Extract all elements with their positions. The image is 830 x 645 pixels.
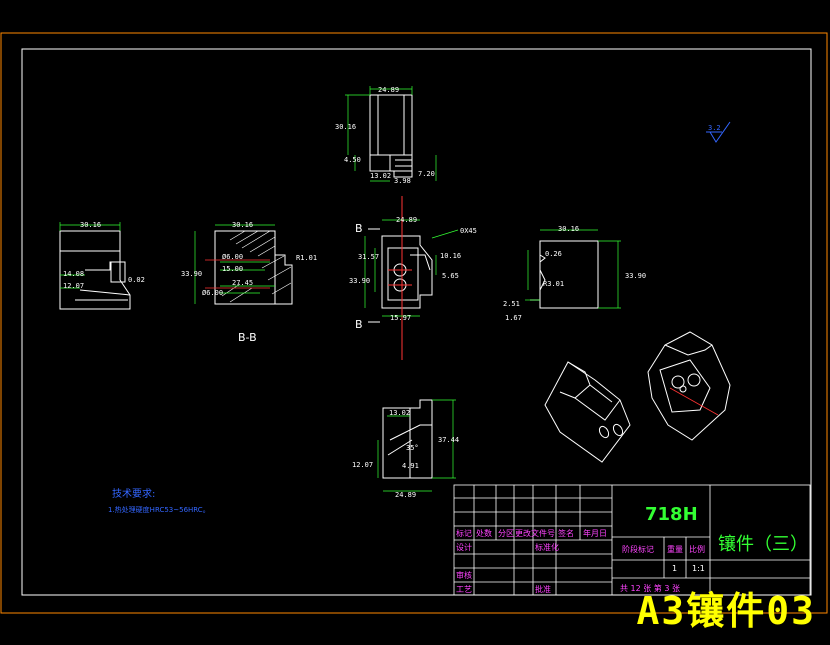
- part-name: 镶件（三）: [718, 534, 808, 555]
- roughness-value: 3.2: [708, 124, 721, 132]
- row-approve: 批准: [535, 584, 551, 594]
- front-dim-3: 10.16: [440, 252, 461, 260]
- row-check: 审核: [456, 570, 472, 580]
- bottom-view-dims: [377, 399, 456, 492]
- right-dim-1: 0.26: [545, 250, 562, 258]
- title-block-grid: [453, 484, 811, 596]
- section-dim-3: 27.45: [232, 279, 253, 287]
- header-sign: 签名: [558, 528, 574, 538]
- top-dim-3: 7.20: [418, 170, 435, 178]
- front-dim-4: 5.65: [442, 272, 459, 280]
- inner-frame: [21, 48, 812, 596]
- outer-frame: [0, 32, 828, 614]
- front-dim-chamfer: 0X45: [460, 227, 477, 235]
- right-dim-height: 33.90: [625, 272, 646, 280]
- section-mark-bottom: B: [355, 318, 363, 331]
- section-hatch: [221, 230, 292, 303]
- left-dim-1: 14.08: [63, 270, 84, 278]
- front-dim-width: 24.89: [396, 216, 417, 224]
- section-dim-2: 15.00: [222, 265, 243, 273]
- left-dim-3: 0.02: [128, 276, 145, 284]
- front-view-dims: [364, 219, 459, 317]
- header-count: 处数: [476, 528, 492, 538]
- bottom-dim-angle: 35°: [406, 444, 419, 452]
- top-dim-2: 13.02: [370, 172, 391, 180]
- sheets-label: 共 12 张 第 3 张: [620, 583, 680, 593]
- section-dim-4: Ø6.00: [202, 289, 223, 297]
- top-dim-4: 3.98: [394, 177, 411, 185]
- bottom-dim-2: 12.07: [352, 461, 373, 469]
- left-dim-width: 30.16: [80, 221, 101, 229]
- section-dim-1: Ø6.00: [222, 253, 243, 261]
- stage-label: 阶段标记: [622, 544, 654, 554]
- section-dim-radius: R1.01: [296, 254, 317, 262]
- section-dim-width: 30.16: [232, 221, 253, 229]
- row-std: 标准化: [535, 542, 559, 552]
- right-dim-3: 1.67: [505, 314, 522, 322]
- header-mark: 标记: [456, 528, 472, 538]
- row-design: 设计: [456, 542, 472, 552]
- weight-label: 重量: [667, 544, 683, 554]
- top-view-dims: [345, 86, 437, 182]
- left-view-dims: [59, 222, 121, 289]
- right-dim-radius: R3.01: [543, 280, 564, 288]
- top-dim-1: 4.50: [344, 156, 361, 164]
- left-view: [59, 230, 131, 310]
- bottom-dim-width: 24.89: [395, 491, 416, 499]
- scale-label: 比例: [689, 544, 705, 554]
- iso-view-1: [544, 361, 631, 463]
- top-dim-height: 30.16: [335, 123, 356, 131]
- top-view: [369, 94, 413, 178]
- iso-view-2: [647, 331, 731, 441]
- front-view: [381, 235, 433, 309]
- front-dim-1: 31.57: [358, 253, 379, 261]
- bottom-dim-1: 13.02: [389, 409, 410, 417]
- roughness-symbol: [706, 121, 731, 143]
- weight-value: 1: [672, 564, 677, 573]
- bottom-dim-height: 37.44: [438, 436, 459, 444]
- header-zone: 分区: [498, 529, 514, 538]
- overlay-title: A3镶件03: [636, 589, 816, 633]
- front-dim-2: 33.90: [349, 277, 370, 285]
- scale-value: 1:1: [692, 564, 705, 573]
- right-dim-2: 2.51: [503, 300, 520, 308]
- header-date: 年月日: [583, 528, 607, 538]
- right-dim-width: 30.16: [558, 225, 579, 233]
- bottom-dim-3: 4.91: [402, 462, 419, 470]
- top-dim-width: 24.89: [378, 86, 399, 94]
- section-dim-height: 33.90: [181, 270, 202, 278]
- tech-line1: 1.热处理硬度HRC53~56HRC。: [108, 505, 210, 514]
- right-view: [530, 240, 599, 309]
- section-mark-top: B: [355, 222, 363, 235]
- left-dim-2: 12.07: [63, 282, 84, 290]
- section-dims: [194, 224, 275, 304]
- right-view-dims: [525, 229, 621, 309]
- front-dim-5: 15.97: [390, 314, 411, 322]
- row-proc: 工艺: [456, 585, 472, 594]
- section-caption: B-B: [238, 331, 257, 344]
- header-change-doc: 更改文件号: [515, 528, 555, 538]
- tech-heading: 技术要求:: [112, 487, 155, 500]
- material-value: 718H: [645, 504, 698, 525]
